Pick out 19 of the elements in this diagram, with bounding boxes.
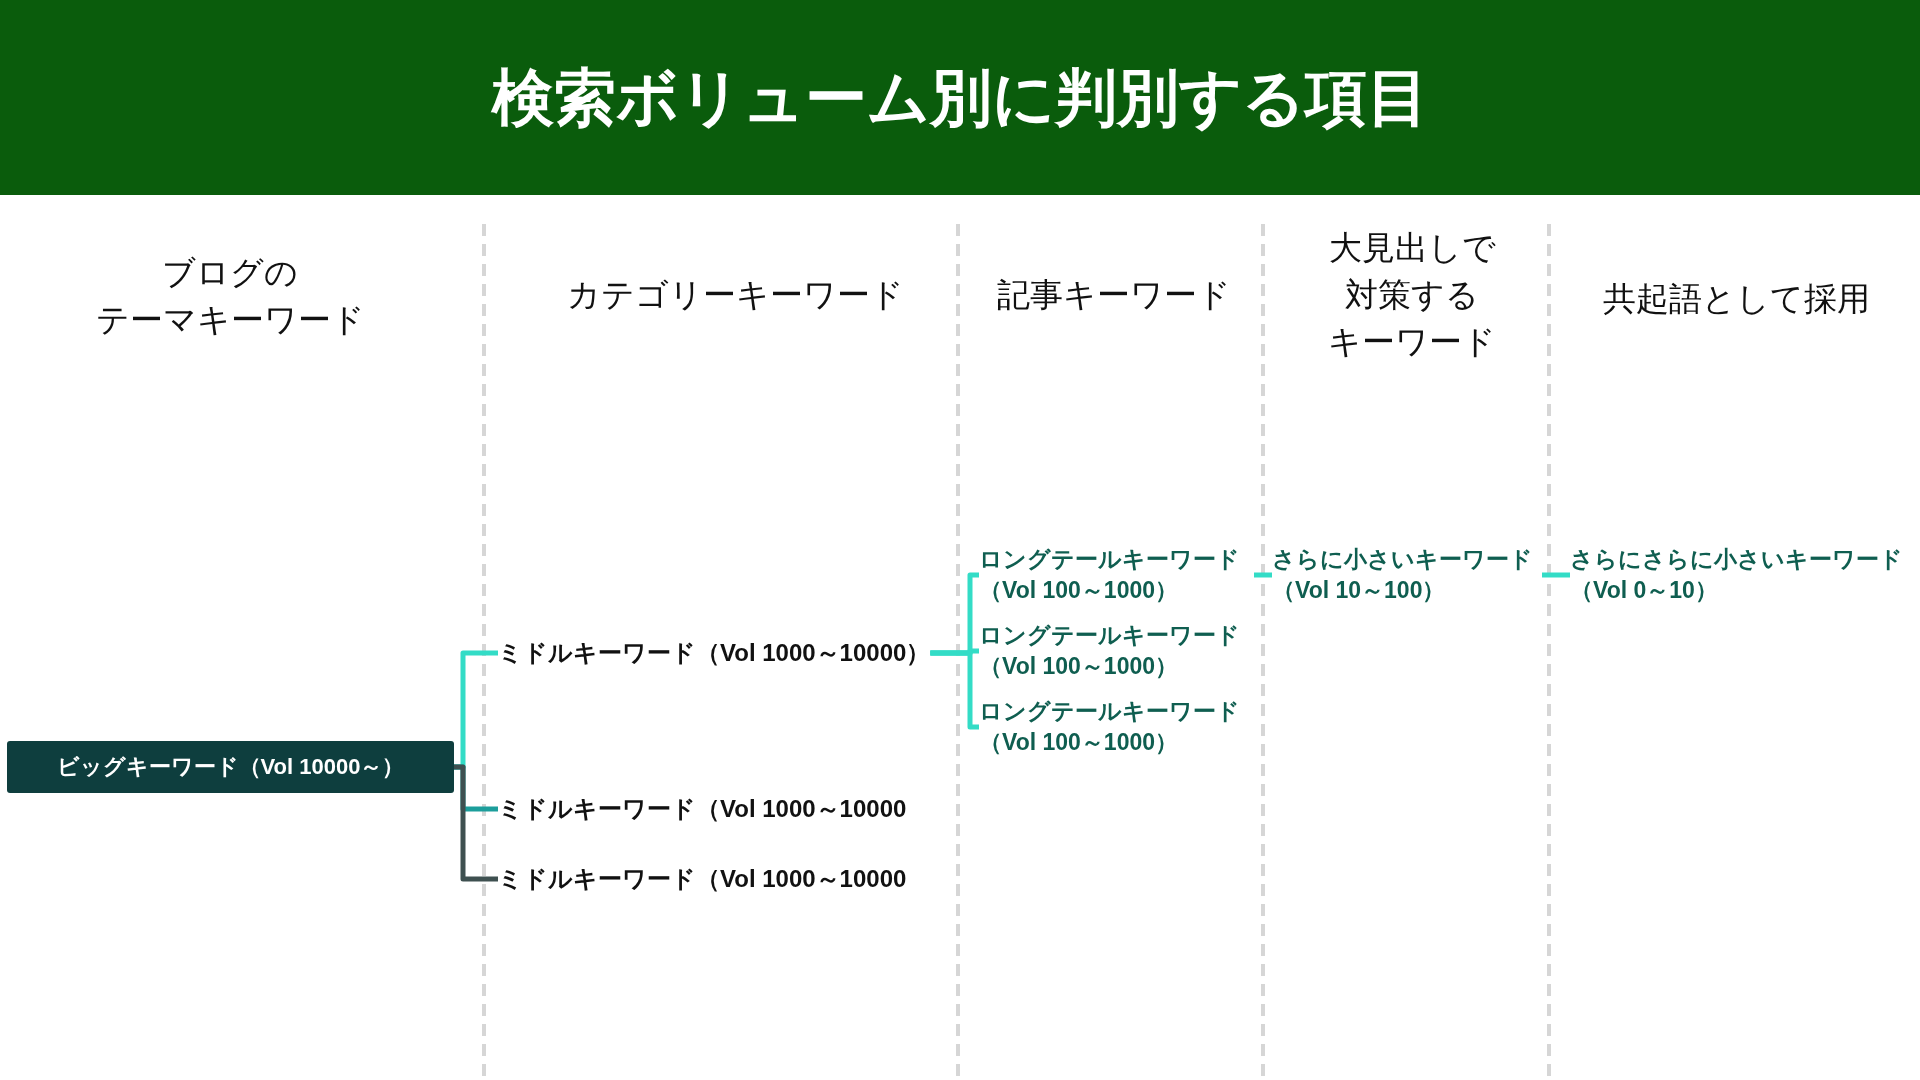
page-title: 検索ボリューム別に判別する項目 <box>491 62 1429 134</box>
keyword-label: ロングテールキーワード（Vol 100～1000） <box>979 544 1254 606</box>
keyword-label: さらにさらに小さいキーワード（Vol 0～10） <box>1570 544 1915 606</box>
connector-line <box>1542 572 1570 578</box>
column-header: 共起語として採用 <box>1602 278 1870 319</box>
keyword-label: ミドルキーワード（Vol 1000～10000 <box>498 793 907 825</box>
keyword-label: さらに小さいキーワード（Vol 10～100） <box>1272 544 1542 606</box>
column-header: ブログのテーマキーワード <box>95 253 365 340</box>
connector-line <box>1254 572 1272 578</box>
keyword-label: ロングテールキーワード（Vol 100～1000） <box>979 696 1254 758</box>
column-header: カテゴリーキーワード <box>566 274 904 315</box>
keyword-label: ロングテールキーワード（Vol 100～1000） <box>979 620 1254 682</box>
keyword-label: ミドルキーワード（Vol 1000～10000） <box>498 637 931 669</box>
column-header: 記事キーワード <box>997 274 1231 315</box>
keyword-label: ミドルキーワード（Vol 1000～10000 <box>498 863 907 895</box>
connector-line <box>454 764 498 882</box>
column-header: 大見出しで対策するキーワード <box>1328 227 1496 362</box>
keyword-box: ビッグキーワード（Vol 10000～） <box>7 741 454 793</box>
connector-line <box>930 650 979 730</box>
